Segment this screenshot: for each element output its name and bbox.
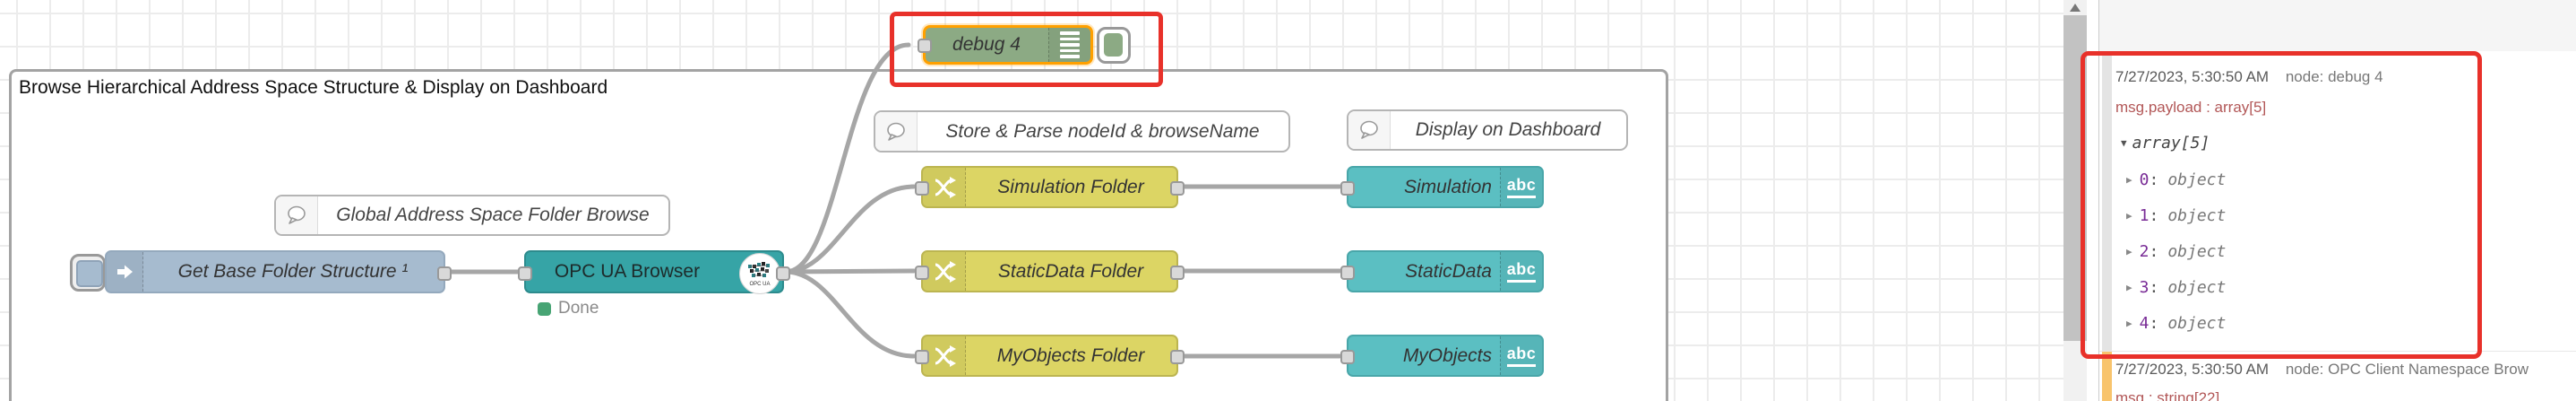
message-timestamp: 7/27/2023, 5:30:50 AM [2115, 361, 2270, 378]
opcua-icon: OPC UA [739, 253, 780, 294]
message-property: msg : string[22] [2115, 389, 2220, 401]
inject-arrow-icon [107, 252, 143, 292]
collapsed-triangle-icon[interactable]: ▶ [2126, 210, 2132, 222]
status-dot-icon [538, 301, 551, 316]
message-accent-bar [2102, 352, 2112, 401]
switch-node-simulation[interactable]: Simulation Folder [915, 166, 1185, 208]
payload-tree-item[interactable]: ▶1:object [2126, 206, 2227, 225]
status-text: Done [558, 299, 599, 318]
opcua-browser-node[interactable]: OPC UA Browser OPC UA [518, 250, 790, 294]
switch-output-port[interactable] [1170, 181, 1185, 196]
debug-enable-toggle[interactable] [1097, 27, 1131, 64]
switch-label: Simulation Folder [997, 176, 1144, 197]
group-title: Browse Hierarchical Address Space Struct… [19, 77, 608, 98]
uitext-label: StaticData [1405, 260, 1492, 282]
collapsed-triangle-icon[interactable]: ▶ [2126, 174, 2132, 186]
expanded-triangle-icon[interactable]: ▼ [2121, 137, 2127, 149]
comment-bubble-icon [276, 196, 318, 234]
comment-node-store-parse[interactable]: Store & Parse nodeId & browseName [874, 110, 1290, 153]
flow-canvas[interactable]: Browse Hierarchical Address Space Struct… [0, 0, 2063, 401]
payload-tree-item[interactable]: ▶2:object [2126, 242, 2227, 261]
inject-trigger-button[interactable] [70, 254, 106, 292]
inject-output-port[interactable] [437, 266, 452, 281]
payload-tree-item[interactable]: ▶4:object [2126, 314, 2227, 333]
switch-input-port[interactable] [915, 266, 929, 280]
message-divider [2099, 351, 2576, 352]
inject-node[interactable]: Get Base Folder Structure ¹ [105, 250, 452, 293]
uitext-input-port[interactable] [1340, 350, 1355, 364]
abc-text-icon: abc [1500, 336, 1542, 375]
debug-sidebar: 7/27/2023, 5:30:50 AM node: debug 4 msg.… [2098, 0, 2576, 401]
comment-label: Store & Parse nodeId & browseName [945, 120, 1260, 142]
switch-label: StaticData Folder [997, 260, 1144, 282]
debug-node[interactable]: debug 4 [918, 25, 1093, 65]
collapsed-triangle-icon[interactable]: ▶ [2126, 246, 2132, 257]
message-property: msg.payload : array[5] [2115, 99, 2267, 116]
sidebar-top-strip [2099, 0, 2576, 52]
opcua-status: Done [538, 299, 599, 318]
message-meta: 7/27/2023, 5:30:50 AM node: OPC Client N… [2115, 361, 2529, 379]
payload-tree-item[interactable]: ▶3:object [2126, 278, 2227, 297]
debug-label: debug 4 [952, 34, 1021, 55]
switch-icon [923, 168, 966, 206]
uitext-input-port[interactable] [1340, 266, 1355, 280]
uitext-node-staticdata[interactable]: StaticData abc [1340, 250, 1544, 292]
opcua-input-port[interactable] [518, 266, 532, 281]
annotation-box-debug-message [2081, 51, 2482, 359]
abc-text-icon: abc [1500, 168, 1542, 206]
switch-output-port[interactable] [1170, 350, 1185, 364]
debug-message[interactable]: 7/27/2023, 5:30:50 AM node: debug 4 msg.… [2099, 51, 2576, 351]
comment-bubble-icon [875, 112, 918, 151]
message-accent-bar [2102, 51, 2112, 351]
message-source-node: node: OPC Client Namespace Brow [2285, 361, 2529, 378]
switch-input-port[interactable] [915, 181, 929, 196]
opcua-label: OPC UA Browser [554, 261, 701, 282]
comment-node-global-browse[interactable]: Global Address Space Folder Browse [274, 195, 670, 236]
uitext-input-port[interactable] [1340, 181, 1355, 196]
annotation-box-debug-node [890, 12, 1163, 87]
switch-output-port[interactable] [1170, 266, 1185, 280]
message-timestamp: 7/27/2023, 5:30:50 AM [2115, 68, 2270, 85]
debug-message[interactable]: 7/27/2023, 5:30:50 AM node: OPC Client N… [2099, 352, 2576, 401]
message-source-node: node: debug 4 [2285, 68, 2383, 85]
switch-input-port[interactable] [915, 350, 929, 364]
abc-text-icon: abc [1500, 252, 1542, 291]
scroll-up-arrow-icon[interactable] [2070, 4, 2081, 12]
comment-label: Display on Dashboard [1415, 119, 1601, 140]
collapsed-triangle-icon[interactable]: ▶ [2126, 318, 2132, 329]
payload-tree-root[interactable]: ▼array[5] [2121, 134, 2210, 153]
payload-tree-item[interactable]: ▶0:object [2126, 170, 2227, 189]
comment-node-display-dashboard[interactable]: Display on Dashboard [1347, 109, 1628, 151]
opcua-icon-caption: OPC UA [749, 282, 770, 287]
switch-icon [923, 336, 966, 375]
debug-toggle-pad [1104, 33, 1123, 57]
opcua-output-port[interactable] [776, 266, 790, 281]
uitext-label: Simulation [1403, 176, 1492, 197]
collapsed-triangle-icon[interactable]: ▶ [2126, 282, 2132, 293]
message-meta: 7/27/2023, 5:30:50 AM node: debug 4 [2115, 68, 2383, 86]
debug-console-icon [1048, 28, 1090, 62]
switch-icon [923, 252, 966, 291]
switch-node-staticdata[interactable]: StaticData Folder [915, 250, 1185, 292]
comment-bubble-icon [1348, 111, 1391, 149]
inject-label: Get Base Folder Structure ¹ [177, 261, 409, 282]
uitext-node-myobjects[interactable]: MyObjects abc [1340, 335, 1544, 377]
uitext-node-simulation[interactable]: Simulation abc [1340, 166, 1544, 208]
inject-button-pad [76, 260, 103, 287]
switch-node-myobjects[interactable]: MyObjects Folder [915, 335, 1185, 377]
uitext-label: MyObjects [1402, 344, 1492, 366]
comment-label: Global Address Space Folder Browse [336, 205, 650, 225]
switch-label: MyObjects Folder [996, 344, 1145, 366]
debug-input-port[interactable] [918, 39, 932, 53]
